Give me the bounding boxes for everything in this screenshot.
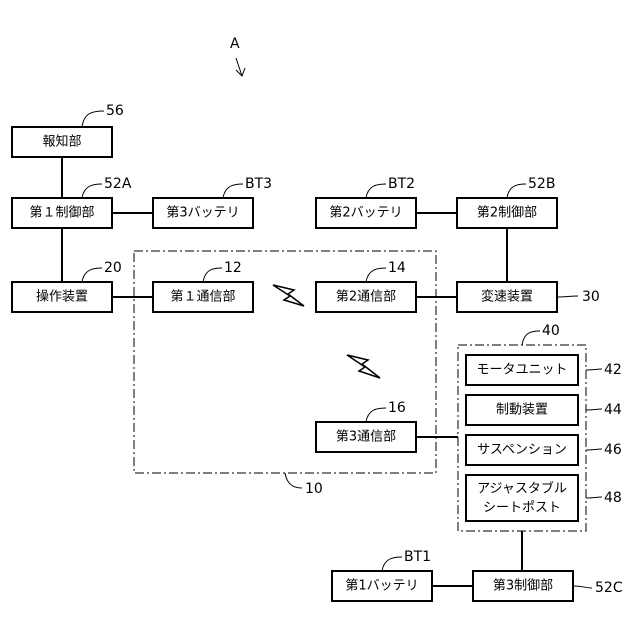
second-battery-ref: BT2	[388, 176, 415, 192]
first-comm-unit-block: 第１通信部	[153, 282, 253, 312]
first-battery-leader	[382, 557, 402, 571]
second-comm-unit-leader	[366, 268, 386, 282]
suspension-label: サスペンション	[477, 443, 567, 458]
brake-device-leader	[586, 409, 602, 410]
third-controller-label: 第3制御部	[493, 579, 553, 594]
notification-unit-leader	[82, 111, 104, 127]
third-comm-unit-label: 第3通信部	[336, 430, 396, 445]
first-controller-block: 第１制御部	[12, 198, 112, 228]
second-controller-leader	[507, 184, 526, 198]
first-battery-block: 第1バッテリ	[332, 571, 432, 601]
third-controller-block: 第3制御部	[473, 571, 573, 601]
figure-label: A	[230, 36, 240, 52]
first-comm-unit-label: 第１通信部	[170, 290, 235, 305]
shifting-device-block: 変速装置	[457, 282, 557, 312]
third-battery-ref: BT3	[245, 176, 272, 192]
second-comm-unit-label: 第2通信部	[336, 290, 396, 305]
second-battery-block: 第2バッテリ	[316, 198, 416, 228]
adjustable-seatpost-label-line2: シートポスト	[483, 501, 561, 516]
shifting-device-label: 変速装置	[481, 289, 533, 305]
notification-unit-label: 報知部	[42, 134, 81, 150]
suspension-ref: 46	[604, 442, 622, 458]
adjustable-seatpost-block: アジャスタブル シートポスト	[466, 475, 578, 521]
third-comm-unit-block: 第3通信部	[316, 422, 416, 452]
component-group-leader	[522, 331, 540, 345]
shifting-device-leader	[557, 296, 578, 297]
second-battery-label: 第2バッテリ	[329, 206, 402, 221]
third-comm-unit-ref: 16	[388, 400, 406, 416]
wireless-signal-icon-2	[347, 355, 380, 378]
first-controller-ref: 52A	[104, 176, 132, 192]
second-controller-block: 第2制御部	[457, 198, 557, 228]
third-battery-label: 第3バッテリ	[166, 206, 239, 221]
suspension-leader	[586, 449, 602, 450]
operation-device-block: 操作装置	[12, 282, 112, 312]
motor-unit-label: モータユニット	[476, 363, 567, 378]
second-comm-unit-block: 第2通信部	[316, 282, 416, 312]
second-controller-label: 第2制御部	[477, 206, 537, 221]
operation-device-label: 操作装置	[36, 289, 88, 305]
third-controller-ref: 52C	[595, 580, 623, 596]
motor-unit-leader	[586, 369, 602, 370]
third-battery-block: 第3バッテリ	[153, 198, 253, 228]
motor-unit-block: モータユニット	[466, 355, 578, 385]
communication-unit-leader	[285, 473, 302, 488]
shifting-device-ref: 30	[582, 289, 600, 305]
brake-device-label: 制動装置	[496, 403, 548, 418]
first-controller-leader	[82, 184, 102, 198]
adjustable-seatpost-label-line1: アジャスタブル	[477, 481, 567, 497]
first-comm-unit-ref: 12	[224, 260, 242, 276]
third-controller-leader	[573, 586, 592, 588]
adjustable-seatpost-ref: 48	[604, 490, 622, 506]
adjustable-seatpost-leader	[586, 497, 602, 498]
suspension-block: サスペンション	[466, 435, 578, 465]
first-comm-unit-leader	[203, 268, 222, 282]
first-battery-label: 第1バッテリ	[345, 579, 418, 594]
first-battery-ref: BT1	[404, 549, 431, 565]
notification-unit-ref: 56	[106, 103, 124, 119]
motor-unit-ref: 42	[604, 362, 622, 378]
wireless-signal-icon	[273, 285, 304, 306]
first-controller-label: 第１制御部	[29, 206, 94, 221]
second-battery-leader	[366, 184, 386, 198]
connection-wires	[62, 157, 522, 586]
second-controller-ref: 52B	[528, 176, 555, 192]
component-group-ref: 40	[542, 323, 560, 339]
third-comm-unit-leader	[366, 408, 386, 422]
operation-device-leader	[82, 268, 102, 282]
brake-device-ref: 44	[604, 402, 622, 418]
brake-device-block: 制動装置	[466, 395, 578, 425]
operation-device-ref: 20	[104, 260, 122, 276]
notification-unit-block: 報知部	[12, 127, 112, 157]
second-comm-unit-ref: 14	[388, 260, 406, 276]
third-battery-leader	[223, 184, 243, 198]
communication-unit-ref: 10	[305, 481, 323, 497]
